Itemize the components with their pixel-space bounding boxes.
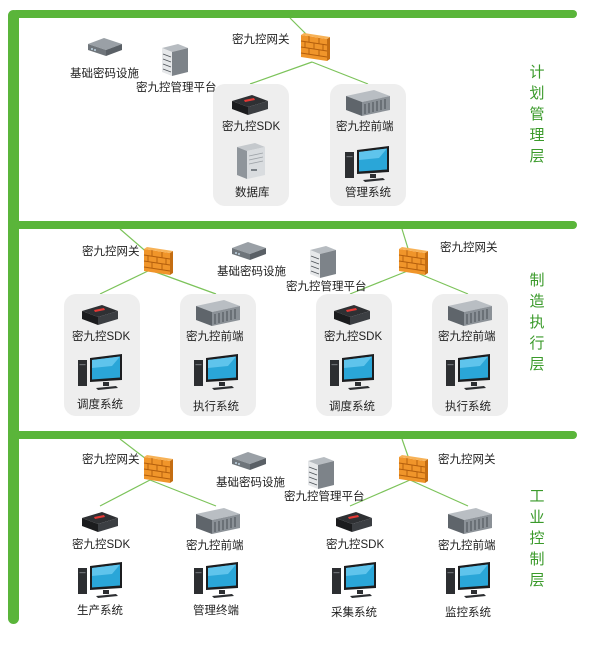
- sdk-label: 密九控SDK: [324, 331, 383, 343]
- system-label: 采集系统: [331, 607, 377, 619]
- server-icon: [446, 506, 494, 536]
- monitor-pc-icon: [328, 354, 376, 390]
- monitor-pc-icon: [444, 354, 492, 390]
- platform-label: 密九控管理平台: [284, 491, 365, 503]
- server-icon: [194, 298, 242, 328]
- gateway-right-label: 密九控网关: [438, 454, 496, 466]
- layer-title-execution: 制造执行层: [529, 272, 545, 373]
- frontend-label: 密九控前端: [186, 540, 244, 552]
- gateway-left-label: 密九控网关: [82, 454, 140, 466]
- server-icon: [446, 298, 494, 328]
- infra-label: 基础密码设施: [217, 266, 286, 278]
- main-bus-vertical: [8, 10, 19, 624]
- platform-label: 密九控管理平台: [286, 281, 367, 293]
- server-rack-icon: [308, 244, 338, 280]
- monitor-pc-icon: [192, 562, 240, 598]
- router-icon: [84, 36, 124, 58]
- monitor-pc-icon: [76, 354, 124, 390]
- frontend-label: 密九控前端: [186, 331, 244, 343]
- database-label: 数据库: [235, 187, 270, 199]
- monitor-pc-icon: [330, 562, 378, 598]
- infra-label: 基础密码设施: [216, 477, 285, 489]
- system-label: 执行系统: [445, 401, 491, 413]
- layer-title-planning: 计划管理层: [529, 64, 545, 165]
- system-label: 管理终端: [193, 605, 239, 617]
- frontend-label: 密九控前端: [438, 331, 496, 343]
- bus-bottom: [12, 431, 577, 439]
- server-rack-icon: [306, 455, 336, 491]
- server-icon: [194, 506, 242, 536]
- sdk-box-icon: [332, 303, 372, 327]
- sdk-box-icon: [334, 510, 374, 534]
- platform-label: 密九控管理平台: [136, 82, 217, 94]
- infra-label: 基础密码设施: [70, 68, 139, 80]
- firewall-icon: [395, 247, 429, 277]
- firewall-icon: [395, 455, 429, 485]
- router-icon: [228, 240, 268, 262]
- system-label: 执行系统: [193, 401, 239, 413]
- layer-title-control: 工业控制层: [529, 488, 545, 589]
- sdk-label: 密九控SDK: [222, 121, 281, 133]
- sdk-label: 密九控SDK: [326, 539, 385, 551]
- system-label: 调度系统: [77, 399, 123, 411]
- frontend-label: 密九控前端: [336, 121, 394, 133]
- firewall-icon: [297, 33, 331, 63]
- server-rack-icon: [160, 42, 190, 78]
- sdk-box-icon: [230, 93, 270, 117]
- sdk-label: 密九控SDK: [72, 539, 131, 551]
- bus-top: [12, 10, 577, 18]
- system-label: 调度系统: [329, 401, 375, 413]
- mgmt-system-label: 管理系统: [345, 187, 391, 199]
- gateway-left-label: 密九控网关: [82, 246, 140, 258]
- monitor-pc-icon: [343, 146, 391, 182]
- firewall-icon: [140, 455, 174, 485]
- bus-middle: [12, 221, 577, 229]
- monitor-pc-icon: [192, 354, 240, 390]
- firewall-icon: [140, 247, 174, 277]
- server-icon: [344, 88, 392, 118]
- monitor-pc-icon: [444, 562, 492, 598]
- gateway-label: 密九控网关: [232, 34, 290, 46]
- system-label: 生产系统: [77, 605, 123, 617]
- router-icon: [228, 450, 268, 472]
- sdk-box-icon: [80, 303, 120, 327]
- sdk-label: 密九控SDK: [72, 331, 131, 343]
- system-label: 监控系统: [445, 607, 491, 619]
- gateway-right-label: 密九控网关: [440, 242, 498, 254]
- sdk-box-icon: [80, 510, 120, 534]
- database-icon: [233, 141, 267, 181]
- monitor-pc-icon: [76, 562, 124, 598]
- frontend-label: 密九控前端: [438, 540, 496, 552]
